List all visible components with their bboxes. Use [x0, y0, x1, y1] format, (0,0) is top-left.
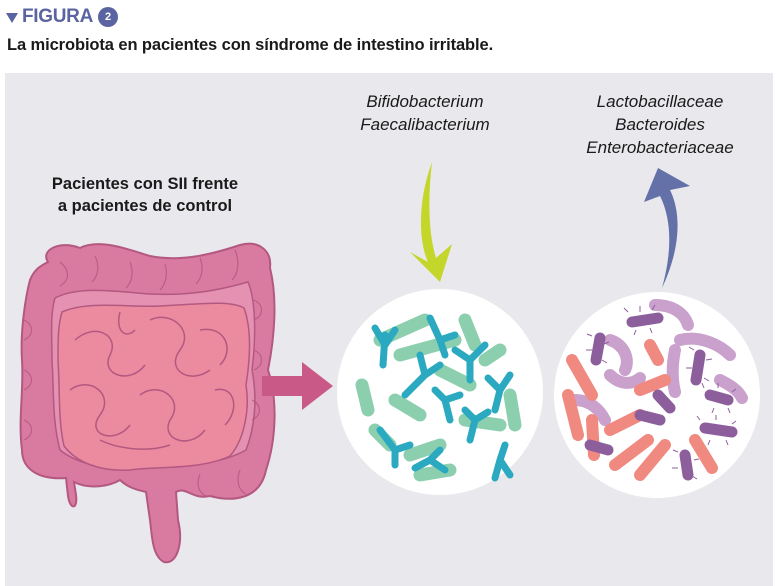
taxon-faecalibacterium: Faecalibacterium: [360, 115, 490, 134]
decrease-arrow-icon: [410, 162, 452, 282]
increase-arrow-icon: [644, 168, 690, 288]
beneficial-bacteria-circle: [337, 289, 543, 495]
diagram-illustration: [19, 162, 760, 564]
increased-bacteria-circle: [554, 292, 760, 498]
taxon-lactobacillaceae: Lactobacillaceae: [596, 92, 724, 111]
comparison-label-line-2: a pacientes de control: [57, 197, 233, 215]
figure-number-badge: 2: [98, 7, 119, 27]
flow-arrow-icon: [262, 362, 333, 410]
taxon-bifidobacterium: Bifidobacterium: [366, 92, 484, 111]
taxon-bacteroides: Bacteroides: [615, 115, 705, 134]
taxon-enterobacteriaceae: Enterobacteriaceae: [586, 138, 734, 157]
intestine-illustration: [19, 242, 276, 564]
figure-label: FIGURA: [22, 6, 94, 27]
comparison-label-line-1: Pacientes con SII frente: [51, 175, 239, 193]
decreased-taxa-list: Bifidobacterium Faecalibacterium: [340, 90, 510, 136]
figure-header: FIGURA 2: [6, 6, 119, 28]
increased-taxa-list: Lactobacillaceae Bacteroides Enterobacte…: [565, 90, 755, 159]
triangle-down-icon: [6, 13, 18, 23]
figure-caption: La microbiota en pacientes con síndrome …: [7, 36, 494, 54]
diagram-panel: Pacientes con SII frente a pacientes de …: [5, 73, 773, 586]
comparison-label: Pacientes con SII frente a pacientes de …: [35, 173, 255, 217]
